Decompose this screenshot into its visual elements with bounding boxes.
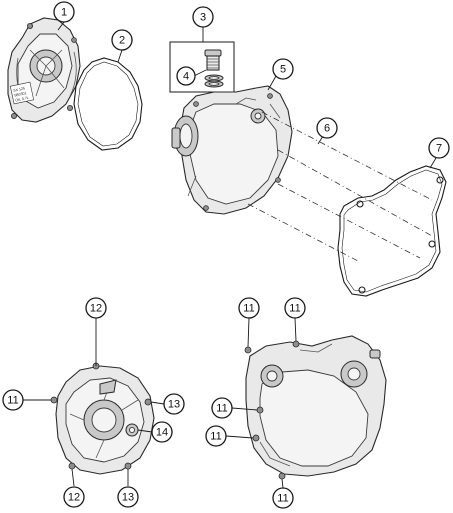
callout-1-label: 1 (61, 7, 67, 19)
callout-6-label: 6 (324, 123, 330, 135)
callout-14-label: 14 (156, 427, 168, 439)
callout-11-top-left: 11 (238, 297, 260, 319)
crankcase-gasket-part (337, 165, 447, 297)
callout-11-top-left-label: 11 (243, 303, 254, 315)
cover-gasket-part (73, 57, 143, 151)
inner-clutch-cover-part (171, 85, 293, 215)
callout-11-left: 11 (2, 389, 24, 411)
callout-12-bottom-label: 12 (68, 492, 80, 504)
callout-5: 5 (272, 58, 294, 80)
callout-13-right-label: 13 (168, 399, 180, 411)
callout-3-label: 3 (200, 12, 206, 24)
callout-2: 2 (111, 29, 133, 51)
callout-3: 3 (192, 6, 214, 28)
callout-1: 1 (53, 1, 75, 23)
callout-14: 14 (151, 421, 173, 443)
callout-12-top-label: 12 (90, 303, 102, 315)
callout-11-top-right-label: 11 (289, 303, 300, 315)
callout-4-label: 4 (183, 71, 189, 83)
callout-11-mid-lower-label: 11 (210, 431, 221, 443)
callout-11-bottom-label: 11 (277, 493, 288, 505)
callout-12-top: 12 (85, 297, 107, 319)
clutch-cover-front-view (50, 362, 155, 475)
callout-13-bottom-label: 13 (122, 492, 134, 504)
callout-12-bottom: 12 (63, 486, 85, 508)
clutch-cover-part: SX 125 5B0301 OIL 0.7L (7, 17, 81, 123)
callout-11-bottom: 11 (272, 487, 294, 509)
callout-13-bottom: 13 (117, 486, 139, 508)
svg-text:5B0301: 5B0301 (14, 91, 27, 97)
callout-11-left-label: 11 (7, 395, 18, 407)
o-ring-part (204, 74, 224, 88)
callout-7: 7 (428, 137, 450, 159)
leader-lines (23, 21, 437, 489)
callout-11-top-right: 11 (284, 297, 306, 319)
callout-11-mid-upper: 11 (211, 397, 233, 419)
callout-11-mid-lower: 11 (205, 425, 227, 447)
callout-2-label: 2 (119, 35, 125, 47)
callout-13-right: 13 (163, 393, 185, 415)
oil-plug-kit-box (169, 41, 235, 93)
svg-text:OIL 0.7L: OIL 0.7L (15, 96, 29, 103)
svg-text:SX 125: SX 125 (13, 86, 25, 92)
callout-11-mid-upper-label: 11 (216, 403, 227, 415)
callout-5-label: 5 (280, 64, 286, 76)
callout-4: 4 (176, 66, 196, 86)
callout-7-label: 7 (436, 143, 442, 155)
alignment-lines (247, 111, 433, 263)
callout-6: 6 (316, 117, 338, 139)
inner-cover-front-view (244, 335, 387, 480)
oil-plug-part (204, 49, 222, 71)
